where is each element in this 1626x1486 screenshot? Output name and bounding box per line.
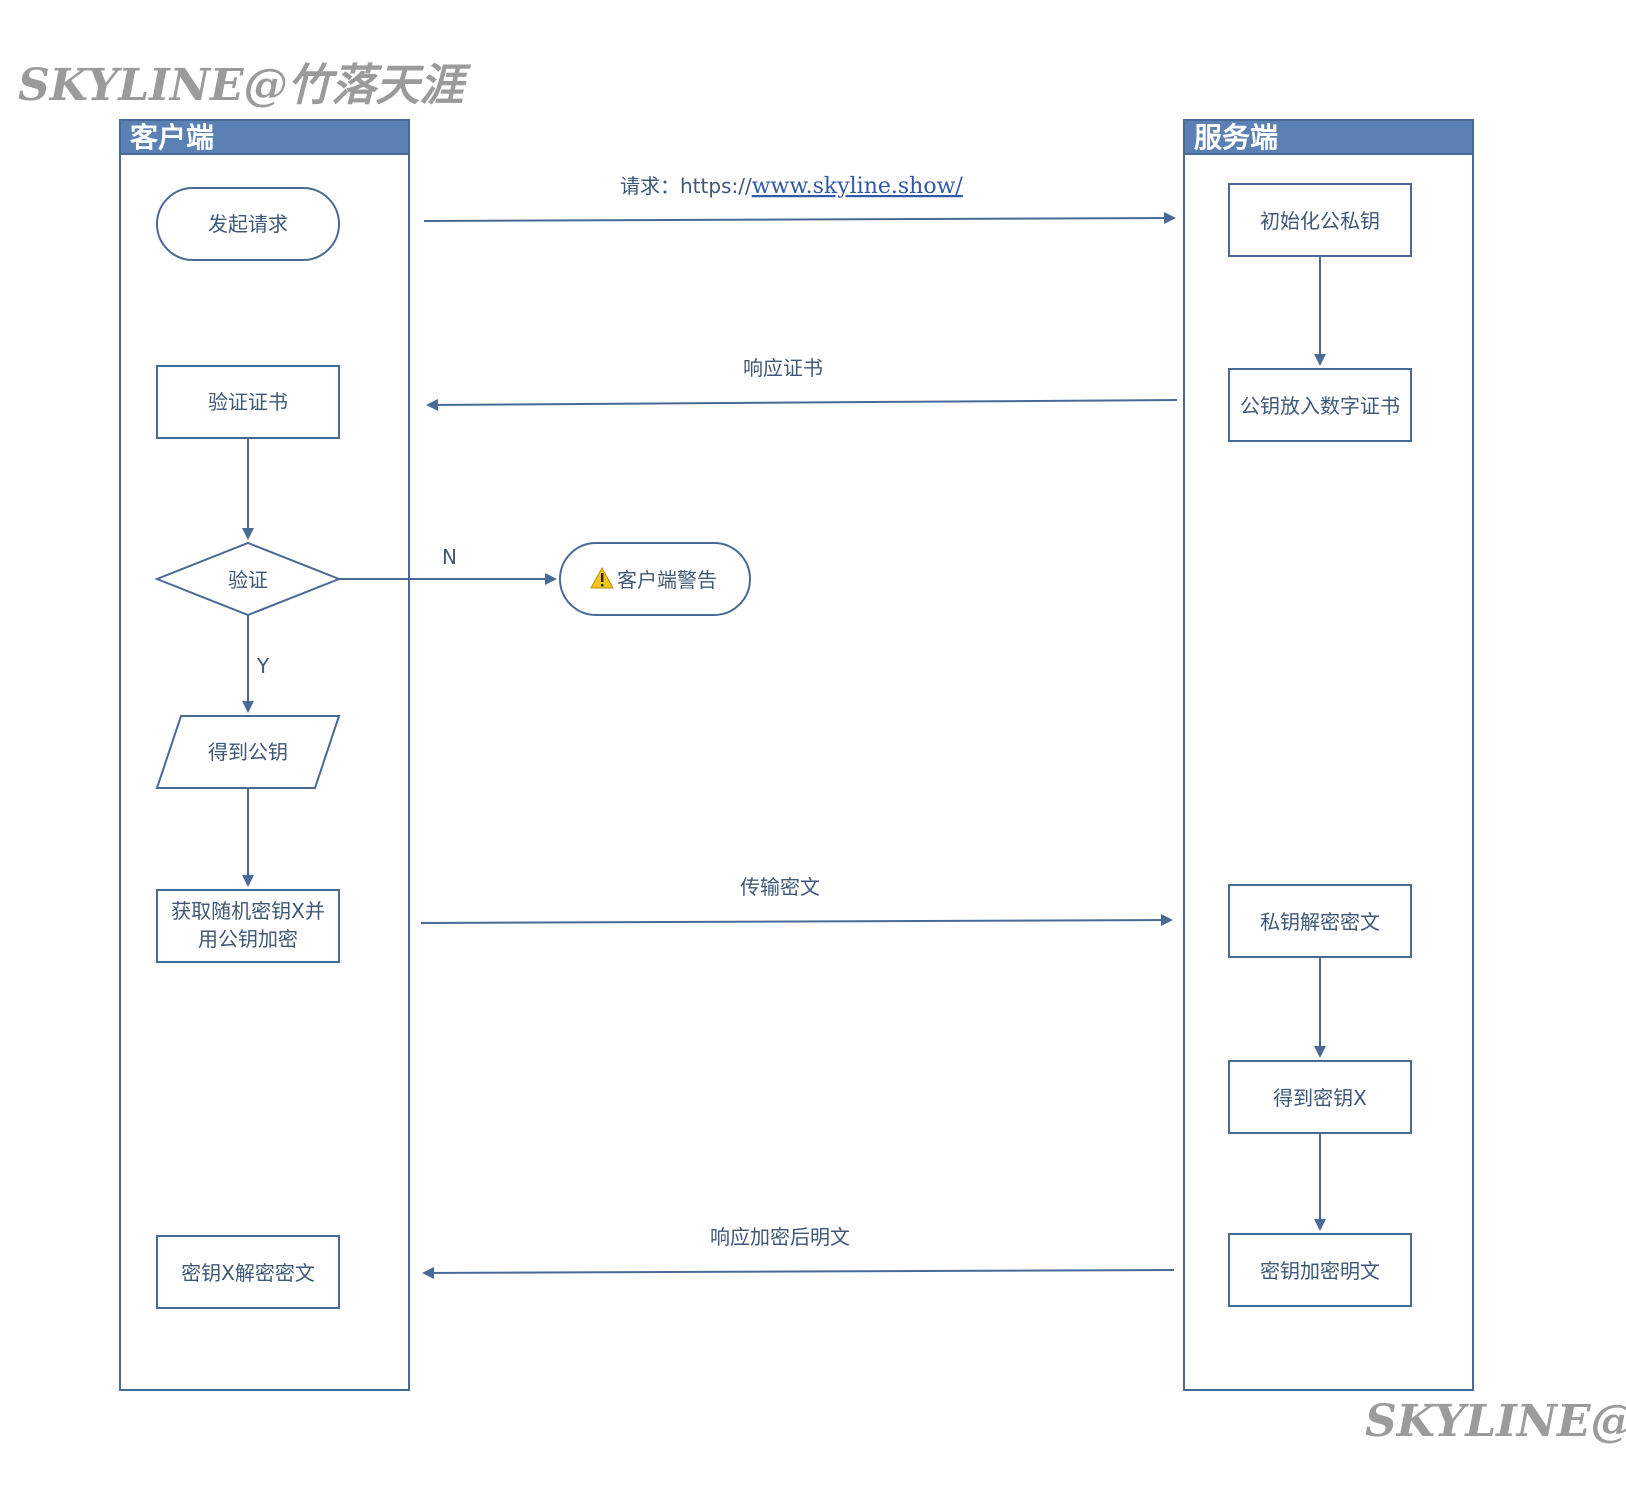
node-client-warning-label: 客户端警告	[617, 568, 717, 592]
warning-triangle-icon	[590, 566, 614, 589]
edge-request	[423, 212, 1176, 225]
node-decrypt-ciphertext-client-label: 密钥X解密密文	[181, 1261, 315, 1285]
node-encrypt-plaintext-label: 密钥加密明文	[1260, 1259, 1380, 1283]
node-get-public-key-label: 得到公钥	[208, 740, 288, 764]
edge-label-respond-encrypted-plaintext: 响应加密后明文	[710, 1225, 850, 1249]
node-get-key-x-label: 得到密钥X	[1273, 1086, 1367, 1110]
node-private-key-decrypt-label: 私钥解密密文	[1260, 910, 1380, 934]
edge-label-no: N	[442, 545, 457, 569]
edge-label-yes: Y	[256, 654, 270, 678]
edge-respond-encrypted-plaintext	[422, 1266, 1175, 1279]
node-client-warning[interactable]: 客户端警告	[559, 542, 751, 616]
edge-label-respond-certificate: 响应证书	[743, 356, 823, 380]
node-encrypt-plaintext[interactable]: 密钥加密明文	[1228, 1233, 1412, 1307]
node-verify-decision-label: 验证	[228, 568, 268, 592]
node-verify-certificate[interactable]: 验证证书	[156, 365, 340, 439]
node-encrypt-random-key-line1: 获取随机密钥X并	[171, 899, 325, 923]
lane-server-title: 服务端	[1194, 121, 1278, 154]
node-put-key-in-certificate[interactable]: 公钥放入数字证书	[1228, 368, 1412, 442]
watermark-top-left: SKYLINE@竹落天涯	[18, 60, 472, 111]
node-decrypt-ciphertext-client[interactable]: 密钥X解密密文	[156, 1235, 340, 1309]
lane-client-header	[119, 119, 410, 155]
lane-server: 服务端	[1183, 119, 1474, 1391]
edge-transfer-ciphertext	[420, 914, 1173, 927]
node-initiate-request-label: 发起请求	[208, 212, 288, 236]
lane-server-header	[1183, 119, 1474, 155]
node-verify-decision[interactable]: 验证	[154, 541, 342, 617]
lane-server-body	[1183, 119, 1474, 1391]
node-get-public-key[interactable]: 得到公钥	[155, 715, 341, 789]
watermark-bottom-right: SKYLINE@竹落天涯	[1365, 1396, 1626, 1447]
node-init-keys-label: 初始化公私钥	[1260, 209, 1380, 233]
node-init-keys[interactable]: 初始化公私钥	[1228, 183, 1412, 257]
node-verify-certificate-label: 验证证书	[208, 390, 288, 414]
node-encrypt-random-key-line2: 用公钥加密	[198, 927, 298, 951]
edge-label-request-prefix: 请求：https://	[620, 174, 752, 198]
node-get-key-x[interactable]: 得到密钥X	[1228, 1060, 1412, 1134]
edge-label-request: 请求：https://www.skyline.show/	[620, 174, 963, 199]
node-put-key-in-certificate-label: 公钥放入数字证书	[1240, 394, 1400, 418]
node-encrypt-random-key[interactable]: 获取随机密钥X并 用公钥加密	[156, 889, 340, 963]
node-private-key-decrypt[interactable]: 私钥解密密文	[1228, 884, 1412, 958]
edge-label-transfer-ciphertext: 传输密文	[740, 875, 820, 899]
lane-client-title: 客户端	[130, 121, 214, 154]
node-initiate-request[interactable]: 发起请求	[156, 187, 340, 261]
edge-respond-certificate	[426, 398, 1178, 411]
request-url-link[interactable]: www.skyline.show/	[752, 174, 964, 199]
